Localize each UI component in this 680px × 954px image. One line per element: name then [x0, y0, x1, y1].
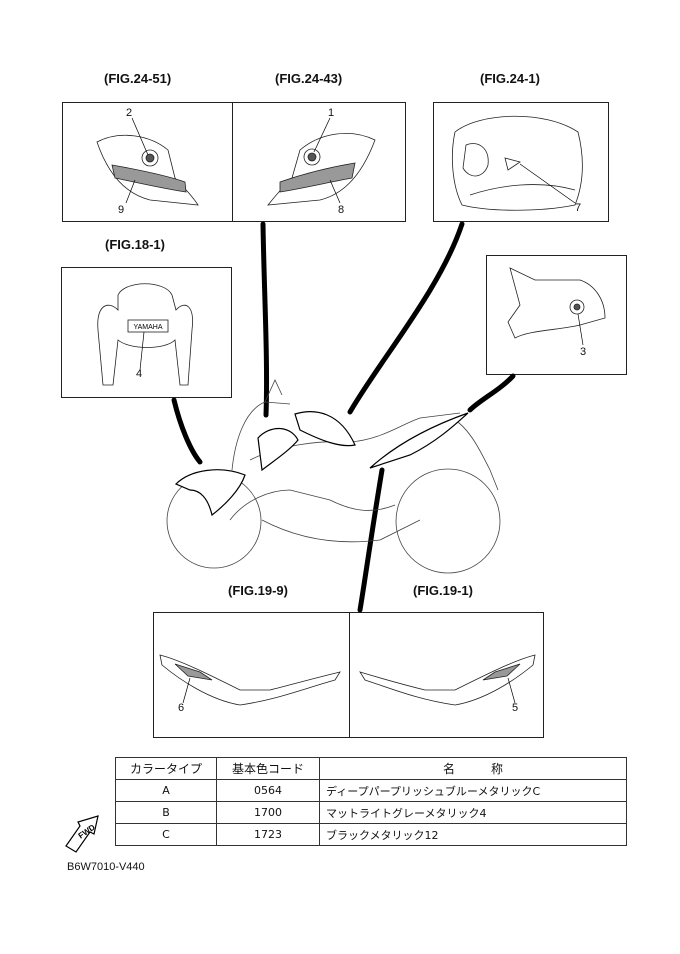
cell-type: A: [115, 779, 217, 802]
cell-name: ブラックメタリック12: [319, 823, 627, 846]
table-header-row: カラータイプ 基本色コード 名 称: [115, 757, 627, 780]
callout-7: 7: [575, 202, 582, 214]
callout-6: 6: [178, 702, 185, 714]
callout-2: 2: [126, 107, 133, 119]
fig-label-24-43: (FIG.24-43): [275, 71, 343, 86]
callout-8: 8: [338, 204, 345, 216]
table-row: A 0564 ディープパープリッシュブルーメタリックC: [115, 779, 627, 802]
side-cover-right-drawing: [267, 133, 376, 206]
cell-type: B: [115, 801, 217, 824]
cell-code: 1723: [216, 823, 320, 846]
fig-label-18-1: (FIG.18-1): [105, 237, 165, 252]
side-panel-right-drawing: [359, 654, 536, 706]
callout-leaders: [125, 117, 584, 704]
cell-code: 0564: [216, 779, 320, 802]
table-row: C 1723 ブラックメタリック12: [115, 823, 627, 846]
callout-9: 9: [118, 204, 125, 216]
motorcycle-parts: [174, 411, 469, 517]
yamaha-emblem-text: YAMAHA: [133, 324, 162, 331]
cell-name: ディープパープリッシュブルーメタリックC: [319, 779, 627, 802]
callout-3: 3: [580, 346, 587, 358]
rear-cowl-drawing: [507, 267, 606, 339]
fuel-tank-drawing: [451, 115, 583, 211]
fig-label-19-9: (FIG.19-9): [228, 583, 288, 598]
header-name: 名 称: [319, 757, 627, 780]
callout-4: 4: [136, 368, 143, 380]
cell-type: C: [115, 823, 217, 846]
cell-code: 1700: [216, 801, 320, 824]
side-panel-left-drawing: [159, 654, 341, 706]
fig-label-24-1: (FIG.24-1): [480, 71, 540, 86]
callout-5: 5: [512, 702, 519, 714]
cell-name: マットライトグレーメタリック4: [319, 801, 627, 824]
side-cover-left-drawing: [96, 135, 199, 206]
color-code-table: カラータイプ 基本色コード 名 称 A 0564 ディープパープリッシュブルーメ…: [115, 757, 627, 846]
fig-label-24-51: (FIG.24-51): [104, 71, 172, 86]
leader-lines: [171, 221, 516, 613]
fig-label-19-1: (FIG.19-1): [413, 583, 473, 598]
front-fender-drawing: [97, 283, 193, 386]
callout-1: 1: [328, 107, 335, 119]
document-code: B6W7010-V440: [67, 861, 145, 873]
header-base-color-code: 基本色コード: [216, 757, 320, 780]
header-color-type: カラータイプ: [115, 757, 217, 780]
table-row: B 1700 マットライトグレーメタリック4: [115, 801, 627, 824]
forward-arrow-icon: FWD: [65, 815, 99, 853]
